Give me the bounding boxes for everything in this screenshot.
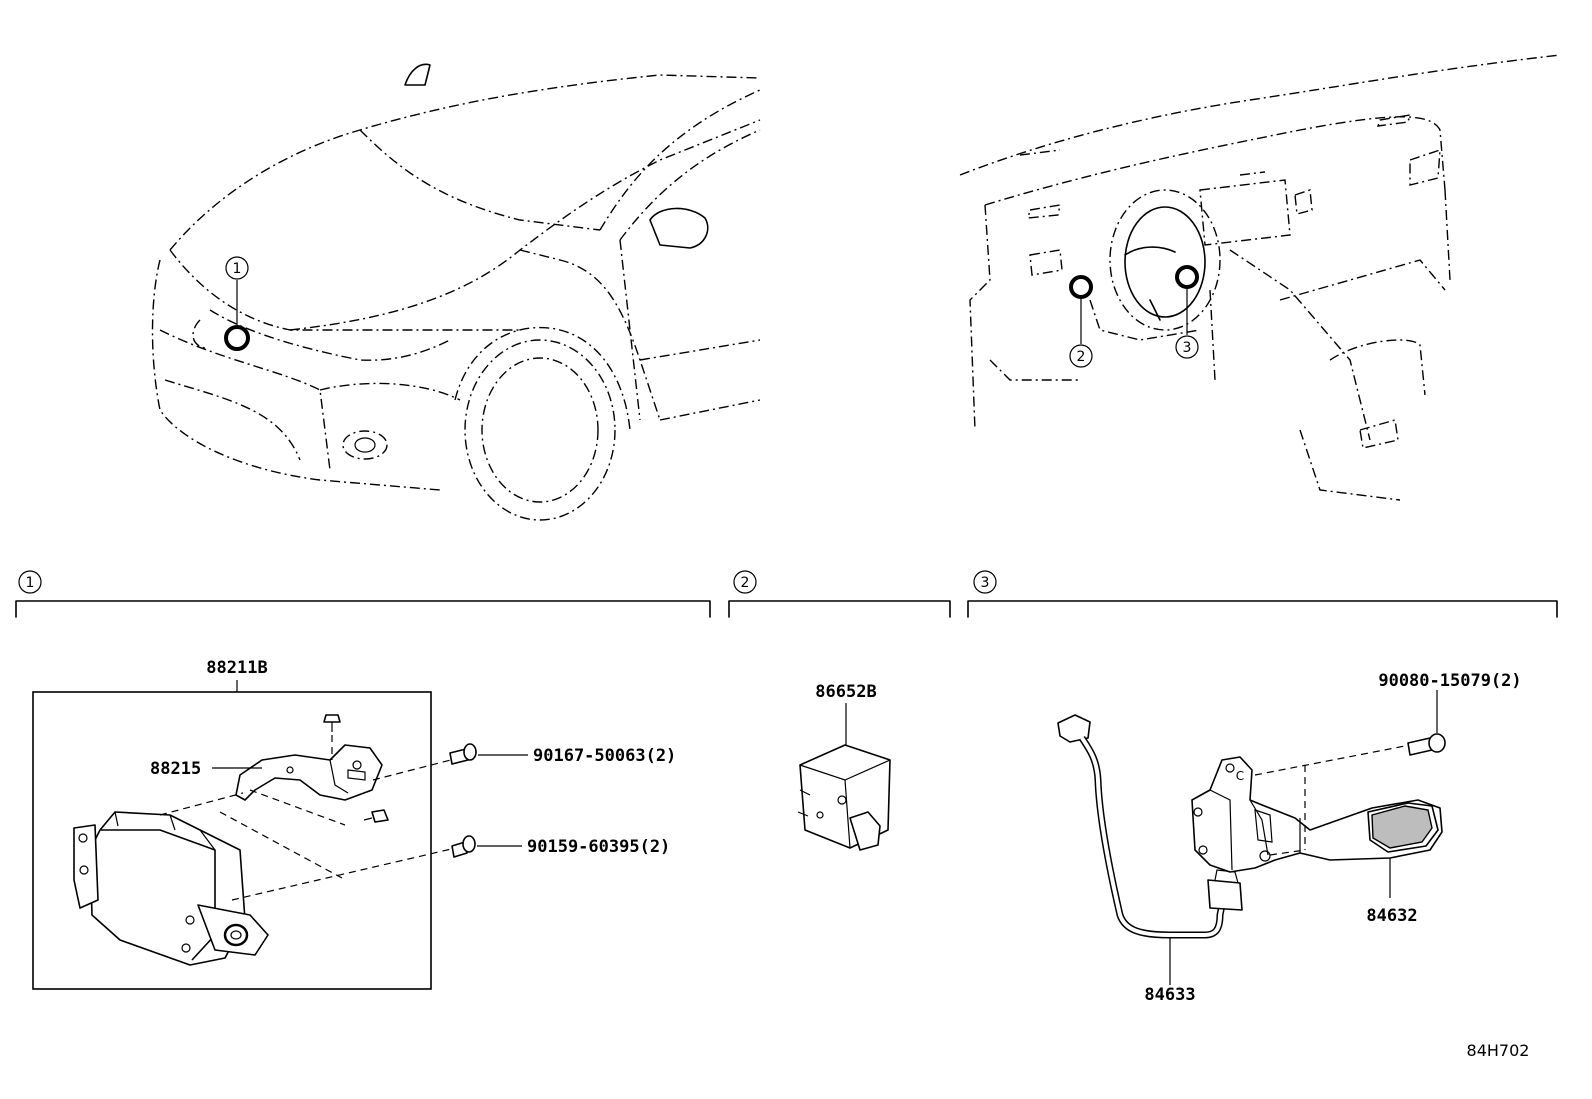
part-90167-label: 90167-50063(2) [533,746,676,766]
part-84632-label: 84632 [1366,906,1417,926]
callout-3-marker: 3 [1175,265,1199,359]
bracket-part [235,744,383,801]
module-86652B-part [797,744,891,851]
cruise-switch-part: C [1191,756,1443,873]
part-88211B-label: 88211B [206,658,267,678]
callout-2-marker: 2 [1069,275,1093,368]
group-1-label: 1 [26,575,35,591]
callout-2-label: 2 [1077,349,1086,365]
sensor-assembly-box: 88211B [32,658,432,990]
part-88215-label: 88215 [150,759,201,779]
screw-top [323,714,341,760]
callout-3-label: 3 [1183,340,1192,356]
group-1-header: 1 [15,570,711,618]
radar-sensor-part [73,811,269,966]
part-90080-label: 90080-15079(2) [1378,671,1521,691]
screw-90080-part [1407,690,1446,756]
group-2-label: 2 [741,575,750,591]
bolt-90167-part [449,743,528,765]
screw-bottom [363,809,389,823]
bolt-90159-part [451,835,522,858]
part-86652B-label: 86652B [815,682,876,702]
part-90159-label: 90159-60395(2) [527,837,670,857]
car-front-illustration [151,63,761,521]
callout-1-marker: 1 [224,256,250,351]
group-3-label: 3 [981,575,990,591]
group-3-header: 3 [967,570,1558,618]
dashboard-illustration [959,54,1561,501]
svg-text:C: C [1236,769,1244,783]
part-84633-label: 84633 [1144,985,1195,1005]
group-2-header: 2 [728,570,951,618]
wire-harness-part [1057,714,1243,985]
callout-1-label: 1 [233,261,242,277]
diagram-code: 84H702 [1467,1041,1530,1060]
